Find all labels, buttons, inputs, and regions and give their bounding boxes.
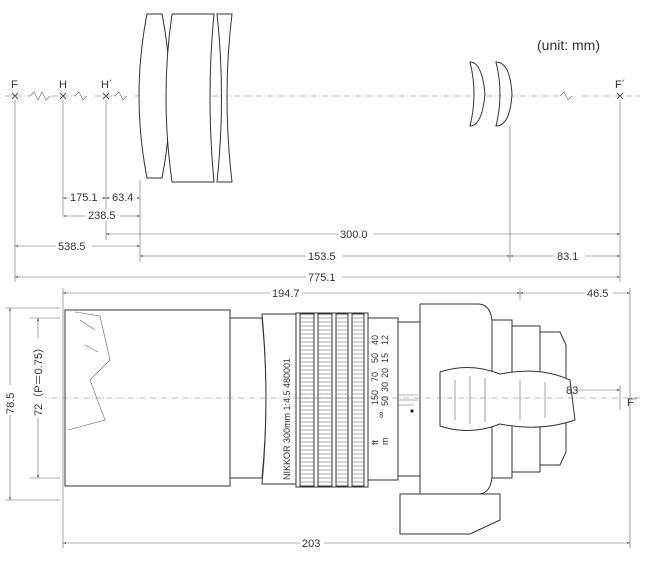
- infinity: ∞: [376, 412, 386, 418]
- m-50: 50: [380, 396, 390, 406]
- front-lens-group: [138, 13, 233, 183]
- lens-body-drawing: [64, 303, 576, 535]
- m-15: 15: [380, 353, 390, 363]
- ft-70: 70: [370, 372, 380, 382]
- tripod-foot: [399, 493, 501, 535]
- grip-band: [299, 313, 315, 487]
- ft-150: 150: [370, 390, 380, 405]
- dim-filter-72: 72（P＝0.75）: [32, 342, 45, 416]
- cutaway: [439, 367, 576, 431]
- lens-engraving: NIKKOR 300mm 1:4.5 480001: [282, 358, 292, 480]
- unit-label: (unit: mm): [537, 37, 600, 53]
- dim-300-0: 300.0: [340, 229, 368, 241]
- point-f-prime: F´: [615, 79, 625, 91]
- m-30: 30: [380, 382, 390, 392]
- dim-238-5: 238.5: [88, 210, 116, 222]
- grip-band: [317, 313, 333, 487]
- dim-194-7: 194.7: [272, 288, 300, 300]
- dim-63-4: 63.4: [112, 192, 133, 204]
- dim-78-5: 78.5: [5, 393, 17, 414]
- grip-band: [335, 313, 349, 487]
- ft-label: ft: [370, 439, 380, 445]
- focal-point-label: F´: [627, 397, 637, 409]
- dim-83-1: 83.1: [557, 251, 578, 263]
- m-20: 20: [380, 368, 390, 378]
- dim-538-5: 538.5: [58, 241, 86, 253]
- dim-775-1: 775.1: [308, 272, 336, 284]
- optical-axis: [5, 91, 640, 101]
- grip-band: [351, 313, 365, 487]
- m-12: 12: [380, 335, 390, 345]
- ft-40: 40: [370, 335, 380, 345]
- distance-scale: 40 50 70 150 ∞ ft 12 15 20 30 50 ∞ m: [370, 335, 390, 445]
- point-f: F: [11, 79, 18, 91]
- ft-50: 50: [370, 353, 380, 363]
- dim-153-5: 153.5: [308, 251, 336, 263]
- dim-203: 203: [302, 538, 320, 550]
- dim-83: 83: [566, 385, 578, 397]
- point-h: H: [59, 79, 67, 91]
- distance-scale-ring: [367, 317, 399, 481]
- m-label: m: [380, 438, 390, 446]
- dim-175-1: 175.1: [70, 192, 98, 204]
- point-h-prime: H´: [101, 79, 113, 91]
- dim-46-5: 46.5: [587, 288, 608, 300]
- rear-lens-group: [469, 61, 513, 127]
